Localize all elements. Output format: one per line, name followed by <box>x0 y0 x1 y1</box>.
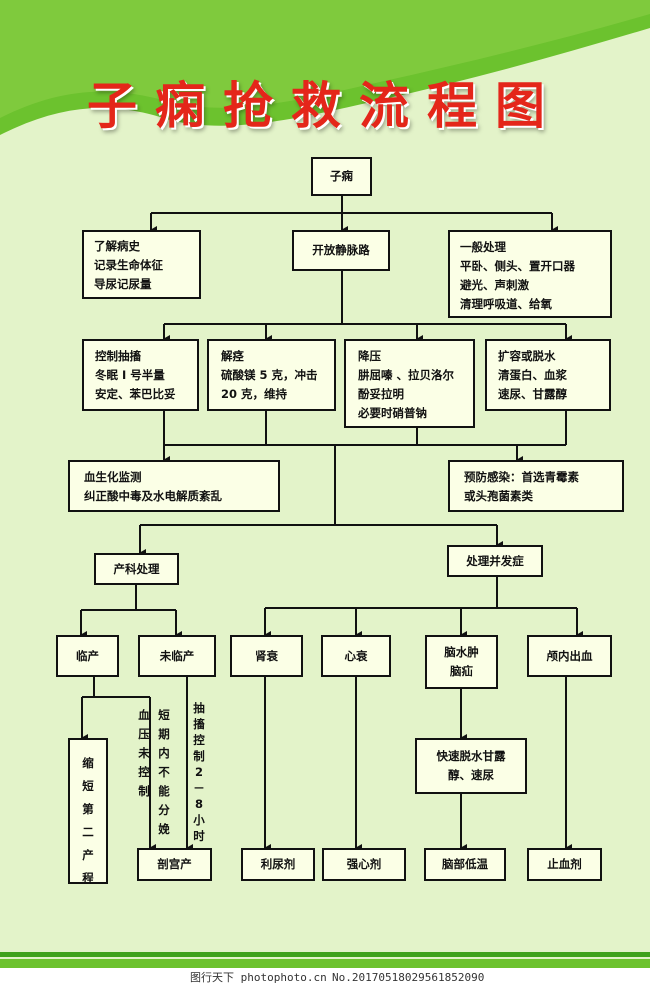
node-history: 了解病史 记录生命体征 导尿记尿量 <box>82 230 201 299</box>
node-lower-bp: 降压 肼屈嗪 、拉贝洛尔 酚妥拉明 必要时硝普钠 <box>344 339 475 428</box>
node-brain-line-1: 脑水肿 <box>444 645 479 659</box>
node-renal-label: 肾衰 <box>255 648 278 663</box>
node-shorten-stage: 缩短第二产程 <box>68 738 108 885</box>
footer-id: No.20170518029561852090 <box>332 971 485 984</box>
node-monitor-line-2: 纠正酸中毒及水电解质紊乱 <box>84 489 222 503</box>
node-hemostatic: 止血剂 <box>527 848 602 881</box>
node-hemostatic-label: 止血剂 <box>547 857 582 871</box>
node-infection: 预防感染：首选青霉素 或头孢菌素类 <box>448 460 624 512</box>
node-monitoring: 血生化监测 纠正酸中毒及水电解质紊乱 <box>68 460 280 512</box>
node-spasm-line-2: 硫酸镁 5 克，冲击 <box>221 368 318 382</box>
node-cesarean: 剖宫产 <box>137 848 212 881</box>
node-brain-cooling: 脑部低温 <box>424 848 506 881</box>
node-complication-label: 处理并发症 <box>466 553 524 568</box>
node-intracranial-hemorrhage: 颅内出血 <box>527 635 612 677</box>
node-volume: 扩容或脱水 清蛋白、血浆 速尿、甘露醇 <box>485 339 611 411</box>
node-spasm-line-1: 解痉 <box>221 349 244 363</box>
node-general-care: 一般处理 平卧、侧头、置开口器 避光、声刺激 清理呼吸道、给氧 <box>448 230 612 318</box>
node-infection-line-1: 预防感染：首选青霉素 <box>464 470 579 484</box>
node-dehydrate-line-1: 快速脱水甘露 <box>436 749 506 763</box>
footer-site: 图行天下 photophoto.cn <box>190 971 327 984</box>
node-root: 子痫 <box>311 157 372 196</box>
note-no-delivery: 短期内不能分娩 <box>158 708 170 836</box>
node-brain-line-2: 脑疝 <box>450 664 473 678</box>
node-volume-line-2: 清蛋白、血浆 <box>498 368 567 382</box>
node-shorten-label: 缩短第二产程 <box>82 756 94 885</box>
node-csection-label: 剖宫产 <box>157 857 192 871</box>
node-general-line-1: 一般处理 <box>460 240 506 254</box>
node-seizure-line-2: 冬眠 I 号半量 <box>95 368 165 382</box>
node-volume-line-1: 扩容或脱水 <box>498 349 556 363</box>
node-history-line-2: 记录生命体征 <box>94 258 163 272</box>
node-history-line-1: 了解病史 <box>94 239 140 253</box>
node-renal-failure: 肾衰 <box>230 635 303 677</box>
node-cardiotonic: 强心剂 <box>322 848 406 881</box>
node-dehydrate: 快速脱水甘露 醇、速尿 <box>415 738 527 794</box>
node-diuretic: 利尿剂 <box>241 848 315 881</box>
watermark-footer: 图行天下 photophoto.cn No.201705180295618520… <box>0 968 650 987</box>
node-infection-line-2: 或头孢菌素类 <box>464 489 533 503</box>
node-not-labor-label: 未临产 <box>159 648 195 663</box>
node-general-line-3: 避光、声刺激 <box>460 278 529 292</box>
node-antispasm: 解痉 硫酸镁 5 克，冲击 20 克，维持 <box>207 339 336 411</box>
node-root-label: 子痫 <box>330 169 353 183</box>
node-in-labor: 临产 <box>56 635 119 677</box>
note-seizure-time: 抽搐控制2－8小时 <box>193 701 205 843</box>
node-labor-label: 临产 <box>76 648 99 663</box>
node-diuretic-label: 利尿剂 <box>260 857 296 871</box>
node-cerebral-edema: 脑水肿 脑疝 <box>425 635 498 689</box>
node-bp-line-1: 降压 <box>358 349 381 363</box>
node-seizure-line-1: 控制抽搐 <box>95 349 141 363</box>
node-history-line-3: 导尿记尿量 <box>94 277 152 291</box>
node-seizure-control: 控制抽搐 冬眠 I 号半量 安定、苯巴比妥 <box>82 339 199 411</box>
node-dehydrate-line-2: 醇、速尿 <box>448 768 494 782</box>
node-volume-line-3: 速尿、甘露醇 <box>498 387 567 401</box>
node-cooling-label: 脑部低温 <box>442 857 488 871</box>
node-not-in-labor: 未临产 <box>138 635 216 677</box>
node-cardiac-label: 强心剂 <box>346 857 382 871</box>
node-seizure-line-3: 安定、苯巴比妥 <box>95 387 176 401</box>
node-general-line-2: 平卧、侧头、置开口器 <box>460 259 575 273</box>
node-iv-access: 开放静脉路 <box>292 230 390 271</box>
node-bp-line-2: 肼屈嗪 、拉贝洛尔 <box>358 368 455 382</box>
node-obstetric-label: 产科处理 <box>113 561 160 576</box>
node-complication: 处理并发症 <box>447 545 543 577</box>
note-bp-uncontrolled: 血压未控制 <box>138 708 150 798</box>
node-ich-label: 颅内出血 <box>546 648 593 663</box>
node-general-line-4: 清理呼吸道、给氧 <box>460 297 552 311</box>
node-heart-failure: 心衰 <box>321 635 391 677</box>
node-bp-line-4: 必要时硝普钠 <box>358 406 427 420</box>
node-bp-line-3: 酚妥拉明 <box>358 387 404 401</box>
node-obstetric: 产科处理 <box>94 553 179 585</box>
node-monitor-line-1: 血生化监测 <box>84 470 142 484</box>
node-heart-label: 心衰 <box>344 648 368 663</box>
page-title: 子痫抢救流程图 <box>87 77 563 135</box>
node-iv-label: 开放静脉路 <box>312 243 370 257</box>
node-spasm-line-3: 20 克，维持 <box>221 387 288 401</box>
